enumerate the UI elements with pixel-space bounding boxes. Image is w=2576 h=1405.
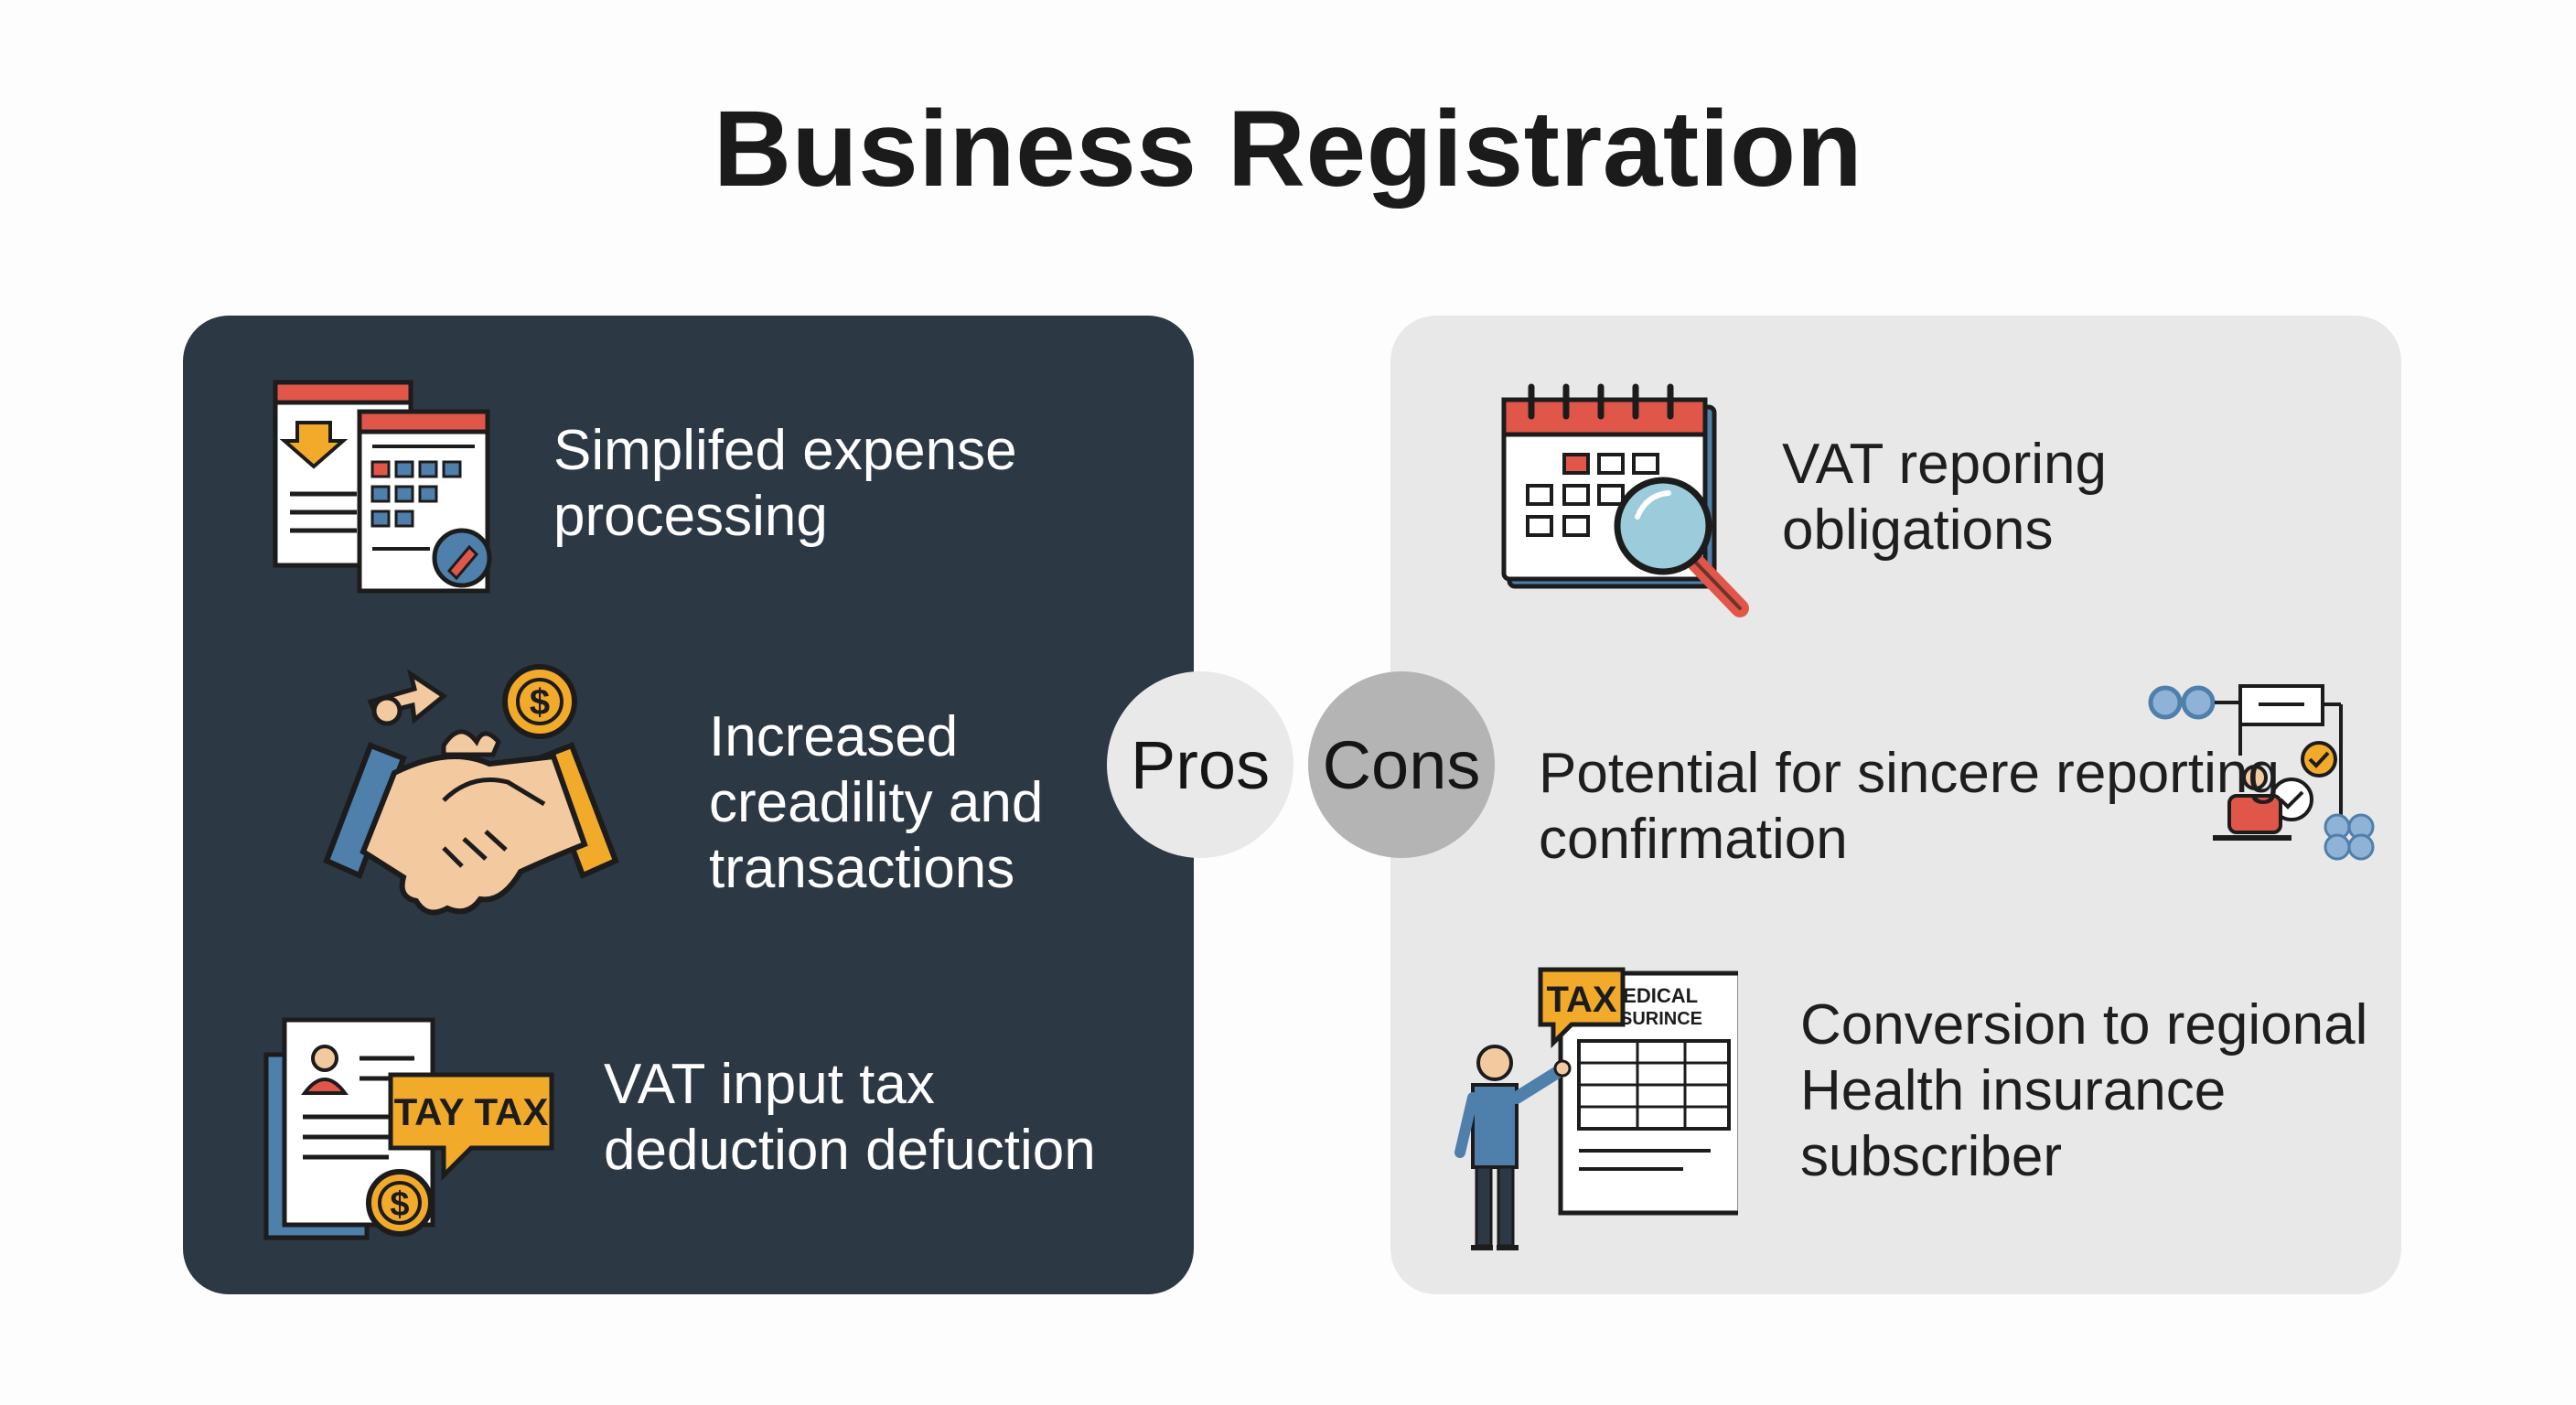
pros-item-credibility-text: Increased creadility and transactions — [709, 705, 1044, 900]
pros-item-expense-text: Simplifed expense processing — [553, 419, 1017, 548]
page-title: Business Registration — [713, 89, 1863, 209]
cons-panel: VAT reporing obligations Potential for s… — [1390, 316, 2401, 1294]
reporting-flow-icon — [2148, 684, 2375, 861]
medical-doc-label-2: INSURINCE — [1602, 1009, 1702, 1029]
expense-documents-icon — [273, 380, 492, 594]
pros-panel: Simplifed expense processing $ Increased… — [183, 316, 1194, 1294]
handshake-icon: $ — [323, 664, 619, 916]
cons-item-health-insurance-text: Conversion to regional Health insurance … — [1800, 993, 2368, 1188]
calendar-magnifier-icon — [1501, 383, 1749, 617]
cons-item-sincere-reporting-text: Potential for sincere reporting confirma… — [1539, 742, 2280, 871]
cons-item-vat-reporting-text: VAT reporing obligations — [1782, 433, 2107, 562]
svg-text:$: $ — [390, 1185, 409, 1224]
tax-document-icon: $ TAY TAX — [263, 1017, 554, 1240]
tax-bubble-label: TAY TAX — [394, 1090, 549, 1133]
cons-badge: Cons — [1308, 671, 1495, 858]
pros-badge: Pros — [1107, 671, 1293, 858]
medical-insurance-icon: MEDICAL INSURINCE TAX — [1454, 967, 1738, 1250]
svg-text:$: $ — [530, 682, 550, 723]
pros-item-vat-deduction-text: VAT input tax deduction defuction — [604, 1053, 1096, 1182]
tax-sign-label: TAX — [1546, 980, 1616, 1020]
